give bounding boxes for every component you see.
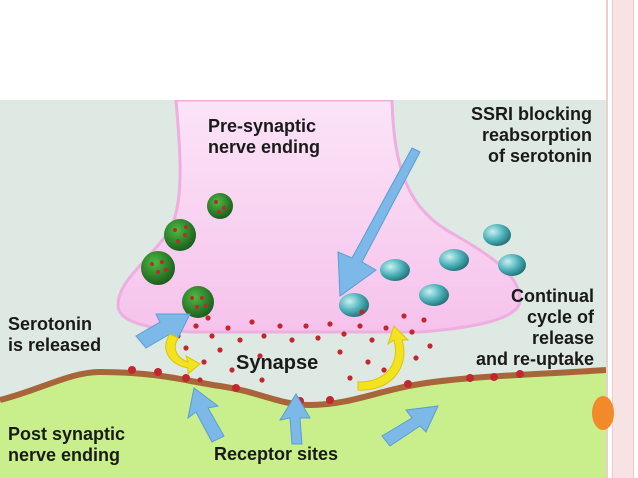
synapse-diagram-graphic	[0, 100, 606, 478]
receptor-sites-label: Receptor sites	[214, 444, 339, 464]
decorative-line	[606, 0, 608, 478]
yellow-arrow-right	[357, 325, 410, 391]
receptor-arrow-right	[381, 405, 439, 447]
decorative-side-bar	[612, 0, 634, 478]
serotonin-vesicles	[141, 193, 233, 318]
synapse-label: Synapse	[236, 352, 319, 374]
serotonin-molecules	[175, 309, 433, 383]
ssri-label: SSRI blocking reabsorption of serotonin	[470, 104, 592, 166]
pre-synaptic-label: Pre-synaptic nerve ending	[208, 116, 321, 157]
yellow-arrows	[165, 325, 410, 391]
continual-cycle-label: Continual cycle of release and re-uptake	[475, 286, 594, 369]
serotonin-released-label: Serotonin is released	[8, 314, 102, 355]
yellow-arrow-left	[165, 333, 201, 376]
receptor-arrow-middle	[278, 393, 311, 445]
post-synaptic-membrane	[0, 367, 606, 409]
receptor-arrow-left	[187, 387, 225, 443]
ssri-arrow	[337, 147, 421, 297]
post-synaptic-label: Post synaptic nerve ending	[8, 424, 126, 465]
decorative-orange-circle	[592, 396, 614, 430]
reuptake-transporters	[339, 224, 526, 317]
receptor-markers	[128, 366, 524, 405]
blue-arrows	[135, 147, 439, 447]
synapse-diagram: Pre-synaptic nerve ending SSRI blocking …	[0, 100, 606, 478]
post-synaptic-area	[0, 370, 606, 478]
